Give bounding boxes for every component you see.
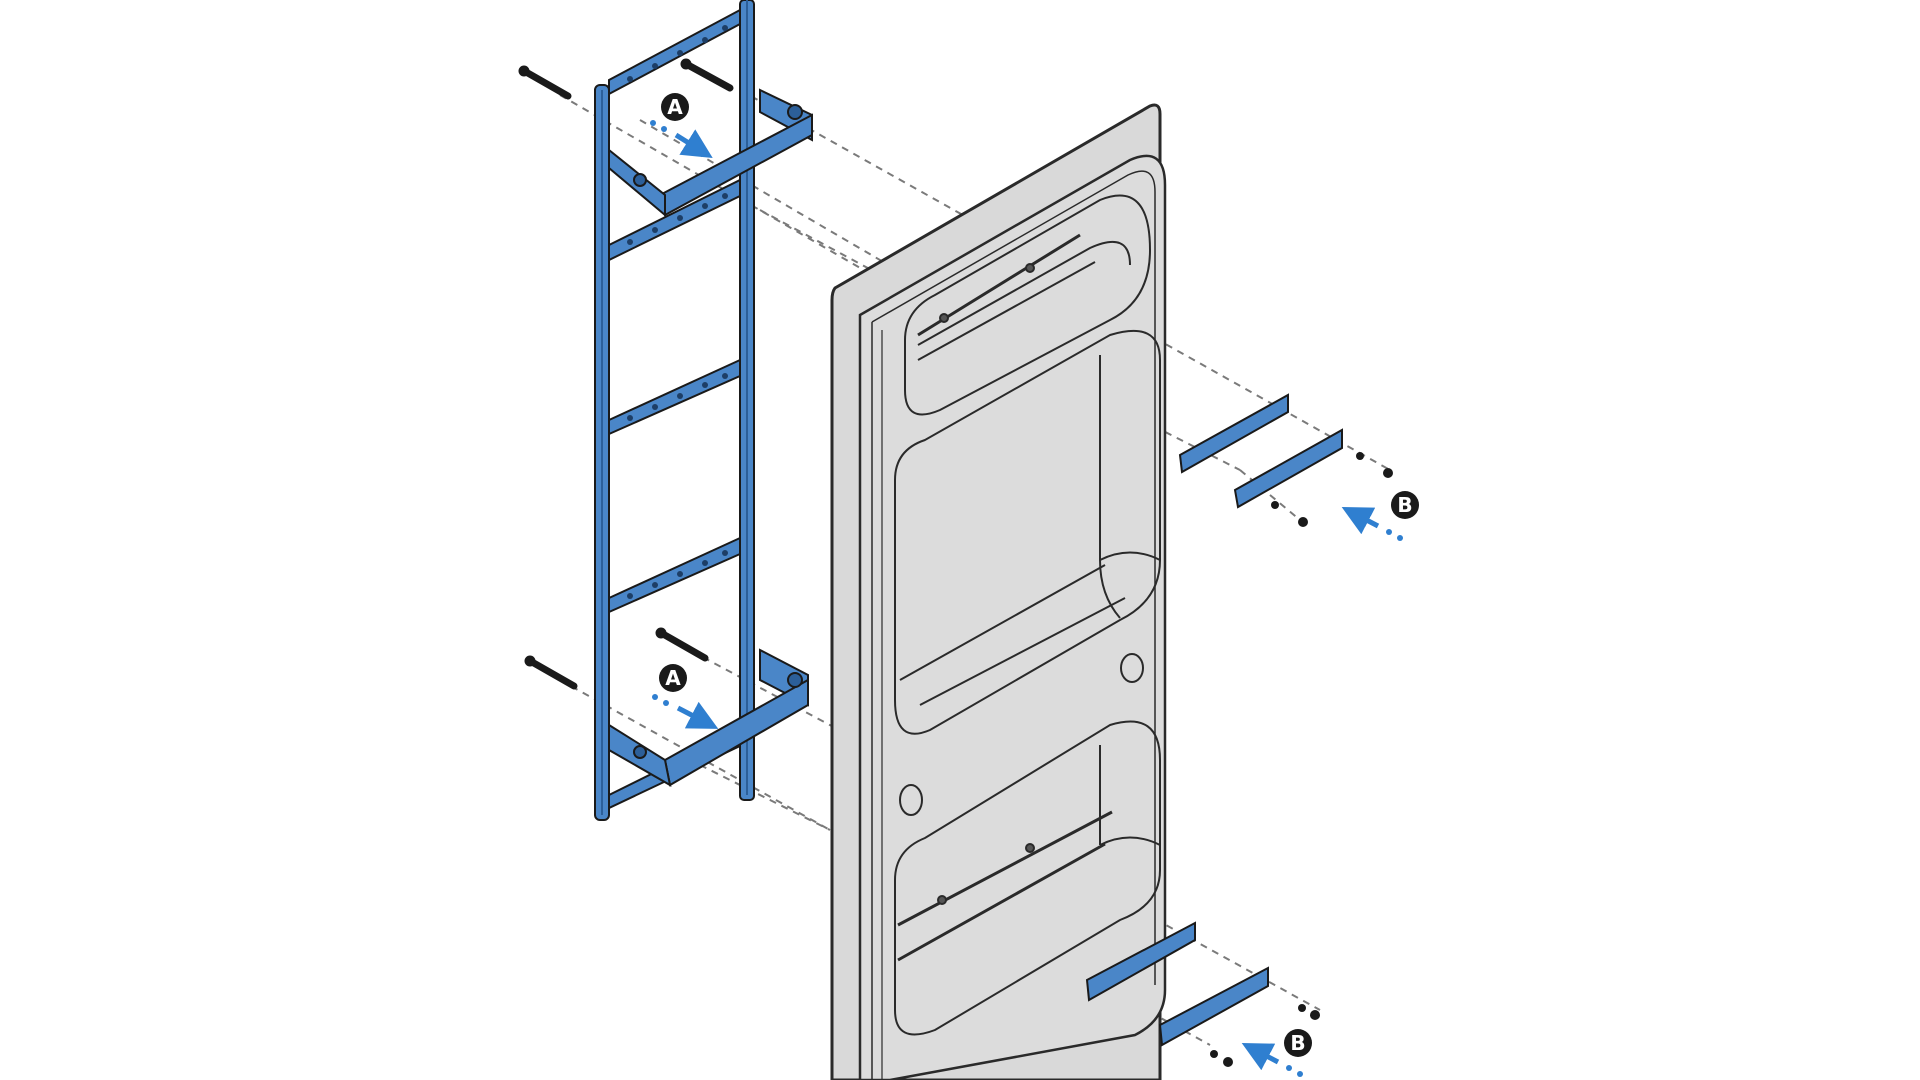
top-bracket: [608, 88, 813, 218]
callout-a-bottom: A: [659, 664, 687, 692]
bolt-icon: [680, 58, 734, 92]
bolt-icon: [655, 627, 709, 662]
bolt-icon: [524, 655, 578, 690]
panel-hole-left: [899, 784, 923, 816]
callout-b-top: B: [1391, 491, 1419, 519]
callout-a-top: A: [661, 93, 689, 121]
arrow-a-bottom: [652, 694, 719, 729]
panel-hole-right: [1120, 653, 1144, 683]
svg-text:B: B: [1397, 493, 1412, 517]
backing-plates: [1085, 393, 1343, 1047]
mounting-panel: [830, 103, 1167, 1080]
ladder-frame: [594, 0, 813, 821]
backing-plate-top-2: [1233, 428, 1343, 509]
panel-recess-middle: [894, 330, 1161, 735]
arrow-b-top: [1341, 507, 1403, 541]
bottom-bracket: [608, 648, 809, 787]
bolts: [518, 58, 734, 690]
arrow-b-bottom: [1241, 1043, 1303, 1077]
backing-plate-bottom-2: [1158, 966, 1269, 1047]
backing-plate-bottom-1: [1085, 921, 1196, 1002]
motion-arrows: [650, 120, 1403, 1077]
svg-text:A: A: [667, 95, 683, 119]
panel-recess-bottom: [894, 720, 1161, 1036]
rung-holes: [627, 25, 728, 599]
callout-b-bottom: B: [1284, 1029, 1312, 1057]
bolt-icon: [518, 65, 572, 100]
backing-plate-top-1: [1178, 393, 1289, 474]
svg-text:B: B: [1290, 1031, 1305, 1055]
panel-recess-top: [904, 194, 1152, 416]
nuts: [1210, 452, 1393, 1067]
arrow-a-top: [650, 120, 713, 158]
svg-text:A: A: [665, 666, 681, 690]
